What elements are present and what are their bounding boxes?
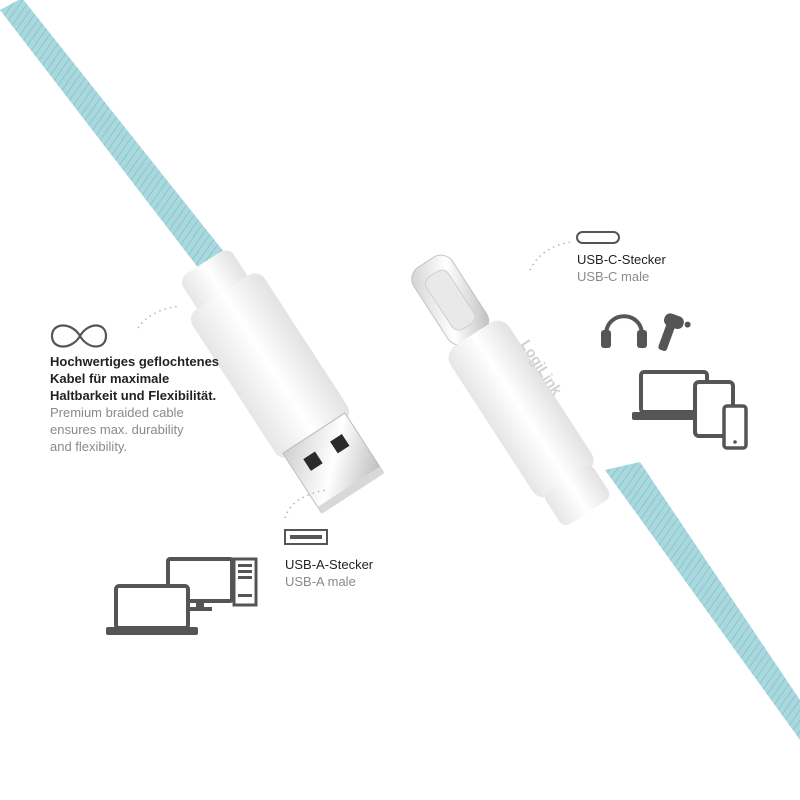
usb-c-port-icon xyxy=(576,231,620,244)
usb-a-port-icon xyxy=(284,529,328,545)
usb-a-en: USB-A male xyxy=(285,574,356,589)
usb-a-label: USB-A-Stecker USB-A male xyxy=(285,556,373,590)
usb-c-plug xyxy=(411,254,610,526)
braid-en-line-1: Premium braided cable xyxy=(50,405,184,420)
leader-line-usb-c xyxy=(529,241,571,271)
braid-de-line-3: Haltbarkeit und Flexibilität. xyxy=(50,388,217,403)
leader-line-usb-a xyxy=(284,489,327,519)
braid-de-line-1: Hochwertiges geflochtenes xyxy=(50,354,220,369)
braided-cable-a xyxy=(0,0,232,278)
earbud-icon xyxy=(658,313,691,351)
braid-de-line-2: Kabel für maximale xyxy=(50,371,170,386)
smartphone-icon xyxy=(722,404,748,450)
usb-a-de: USB-A-Stecker xyxy=(285,557,374,572)
laptop-icon-left xyxy=(106,584,198,635)
usb-c-en: USB-C male xyxy=(577,269,650,284)
usb-c-de: USB-C-Stecker xyxy=(577,252,666,267)
usb-a-plug xyxy=(181,250,385,514)
braid-en-line-2: ensures max. durability xyxy=(50,422,184,437)
infinity-icon xyxy=(50,324,108,348)
braid-en-line-3: and flexibility. xyxy=(50,439,128,454)
leader-line-braid xyxy=(137,305,181,329)
headphones-icon xyxy=(601,314,647,348)
pc-tower-icon xyxy=(232,557,258,607)
braided-cable-c xyxy=(605,462,800,740)
usb-c-label: USB-C-Stecker USB-C male xyxy=(577,251,666,285)
braid-feature-text: Hochwertiges geflochtenes Kabel für maxi… xyxy=(50,353,219,455)
